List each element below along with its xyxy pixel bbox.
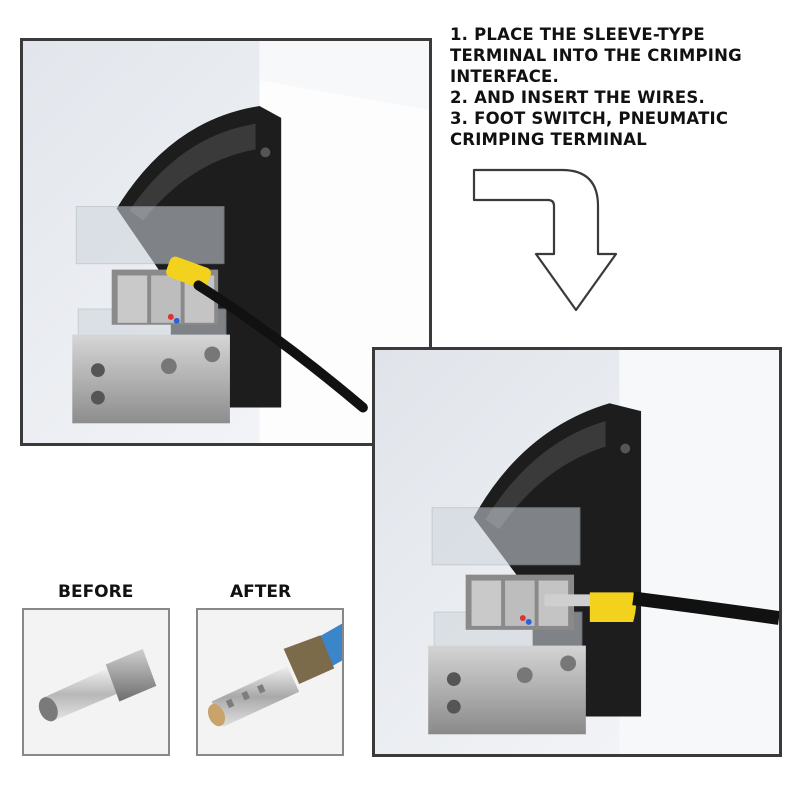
crimped-ferrule-illustration	[198, 610, 342, 754]
crimping-machine-illustration-top	[23, 41, 429, 443]
before-caption: BEFORE	[58, 582, 134, 602]
after-terminal-photo	[196, 608, 344, 756]
crimping-instructions: 1. PLACE THE SLEEVE-TYPE TERMINAL INTO T…	[450, 24, 795, 150]
crimper-photo-before	[20, 38, 432, 446]
crimper-photo-after	[372, 347, 782, 757]
before-terminal-photo	[22, 608, 170, 756]
arrow-down-right-icon	[472, 168, 618, 312]
crimping-machine-illustration-bottom	[375, 350, 779, 754]
instruction-step-3: 3. FOOT SWITCH, PNEUMATIC CRIMPING TERMI…	[450, 109, 729, 149]
after-caption: AFTER	[230, 582, 292, 602]
instruction-step-2: 2. AND INSERT THE WIRES.	[450, 88, 705, 107]
uncrimped-ferrule-illustration	[24, 610, 168, 754]
instruction-step-1: 1. PLACE THE SLEEVE-TYPE TERMINAL INTO T…	[450, 25, 742, 86]
